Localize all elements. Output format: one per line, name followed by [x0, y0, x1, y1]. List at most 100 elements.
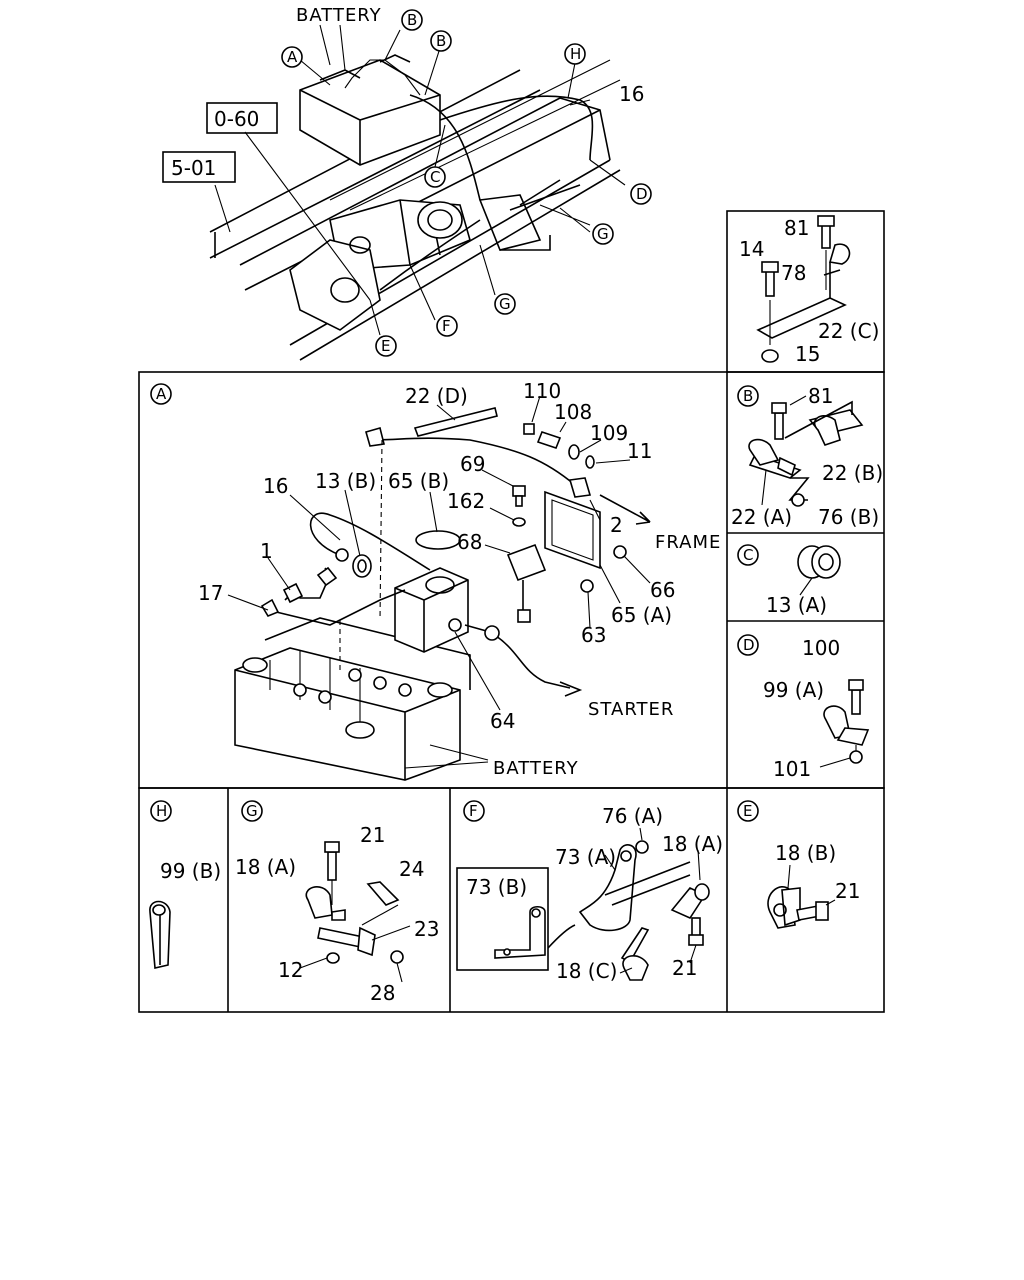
- A-label-110: 110: [523, 379, 561, 403]
- G-label-18A: 18 (A): [235, 855, 296, 879]
- callout-D: D: [636, 185, 648, 203]
- callout-B1: B: [407, 11, 417, 29]
- B-label-22B: 22 (B): [822, 461, 883, 485]
- A-label-1: 1: [260, 539, 273, 563]
- H-label-99B: 99 (B): [160, 859, 221, 883]
- callout-E: E: [381, 337, 390, 355]
- panel-A-illustration: [227, 395, 651, 781]
- panel-C-letter-circle: [737, 544, 759, 566]
- G-label-21: 21: [360, 823, 385, 847]
- callout-C: C: [430, 168, 440, 186]
- panel-B-letter-circle: [737, 385, 759, 407]
- callout-circle-G2: [494, 293, 516, 315]
- panel-C-illustration: [797, 545, 841, 596]
- callout-H: H: [570, 45, 581, 63]
- callout-circle-F: [436, 315, 458, 337]
- panel-B-illustration: [748, 395, 864, 507]
- callout-G2: G: [499, 295, 511, 313]
- F-label-73B: 73 (B): [466, 875, 527, 899]
- callout-circle-C: [424, 166, 446, 188]
- A-label-66: 66: [650, 578, 675, 602]
- F-label-18A: 18 (A): [662, 832, 723, 856]
- A-label-69: 69: [460, 452, 485, 476]
- A-label-17: 17: [198, 581, 223, 605]
- ref-box-5-01: [162, 151, 236, 183]
- D-label-101: 101: [773, 757, 811, 781]
- tr-label-15: 15: [795, 342, 820, 366]
- panel-G-letter-circle: [241, 800, 263, 822]
- tr-label-81: 81: [784, 216, 809, 240]
- F-label-18C: 18 (C): [556, 959, 617, 983]
- D-label-100: 100: [802, 636, 840, 660]
- panel-A-letter: A: [156, 385, 167, 403]
- overview-battery-label: BATTERY: [296, 5, 382, 26]
- B-label-22A: 22 (A): [731, 505, 792, 529]
- G-label-24: 24: [399, 857, 424, 881]
- panel-A-letter-circle: [150, 383, 172, 405]
- panel-F-letter-circle: [463, 800, 485, 822]
- overview-callouts: A B B C D E F G G H: [281, 9, 652, 357]
- A-label-68: 68: [457, 530, 482, 554]
- G-label-28: 28: [370, 981, 395, 1005]
- B-label-81: 81: [808, 384, 833, 408]
- ref-box-0-60: [206, 102, 278, 134]
- callout-F: F: [442, 317, 451, 335]
- callout-A: A: [287, 48, 298, 66]
- A-label-65A: 65 (A): [611, 603, 672, 627]
- F-label-73A: 73 (A): [555, 845, 616, 869]
- panel-E-letter: E: [743, 802, 752, 820]
- tr-label-14: 14: [739, 237, 764, 261]
- panel-E-letter-circle: [737, 800, 759, 822]
- A-label-22D: 22 (D): [405, 384, 468, 408]
- A-label-162: 162: [447, 489, 485, 513]
- panel-B-letter: B: [743, 387, 753, 405]
- callout-circle-A: [281, 46, 303, 68]
- F-label-21: 21: [672, 956, 697, 980]
- panel-D-illustration: [819, 679, 870, 768]
- tr-label-78: 78: [781, 261, 806, 285]
- callout-circle-G1: [592, 223, 614, 245]
- F-label-76A: 76 (A): [602, 804, 663, 828]
- B-label-76B: 76 (B): [818, 505, 879, 529]
- panel-H-illustration: [149, 900, 171, 969]
- panel-D-letter: D: [743, 636, 755, 654]
- C-label-13A: 13 (A): [766, 593, 827, 617]
- callout-circle-B2: [430, 30, 452, 52]
- panel-borders: [138, 210, 885, 1013]
- A-label-11: 11: [627, 439, 652, 463]
- A-label-65B: 65 (B): [388, 469, 449, 493]
- overview-part-16: 16: [619, 82, 644, 106]
- A-label-16: 16: [263, 474, 288, 498]
- panel-H-letter-circle: [150, 800, 172, 822]
- panel-F-illustration: [456, 827, 710, 981]
- E-label-18B: 18 (B): [775, 841, 836, 865]
- panel-D-letter-circle: [737, 634, 759, 656]
- A-arrow-starter: STARTER: [588, 699, 674, 720]
- A-label-109: 109: [590, 421, 628, 445]
- callout-circle-B1: [401, 9, 423, 31]
- E-label-21: 21: [835, 879, 860, 903]
- A-arrow-frame: FRAME: [655, 532, 721, 553]
- ref-box-0-60-text: 0-60: [214, 107, 259, 131]
- G-label-12: 12: [278, 958, 303, 982]
- A-battery-label: BATTERY: [493, 758, 579, 779]
- tr-label-22C: 22 (C): [818, 319, 879, 343]
- panel-C-letter: C: [743, 546, 753, 564]
- D-label-99A: 99 (A): [763, 678, 824, 702]
- A-label-108: 108: [554, 400, 592, 424]
- A-label-13B: 13 (B): [315, 469, 376, 493]
- G-label-23: 23: [414, 917, 439, 941]
- F-inset-box: [456, 867, 549, 971]
- A-label-64: 64: [490, 709, 515, 733]
- A-label-2: 2: [610, 513, 623, 537]
- callout-circle-D: [630, 183, 652, 205]
- callout-circle-H: [564, 43, 586, 65]
- panel-G-illustration: [299, 841, 411, 983]
- overview-illustration: [209, 24, 626, 361]
- A-label-63: 63: [581, 623, 606, 647]
- top-right-panel: [756, 215, 851, 363]
- callout-circle-E: [375, 335, 397, 357]
- callout-G1: G: [597, 225, 609, 243]
- ref-box-5-01-text: 5-01: [171, 156, 216, 180]
